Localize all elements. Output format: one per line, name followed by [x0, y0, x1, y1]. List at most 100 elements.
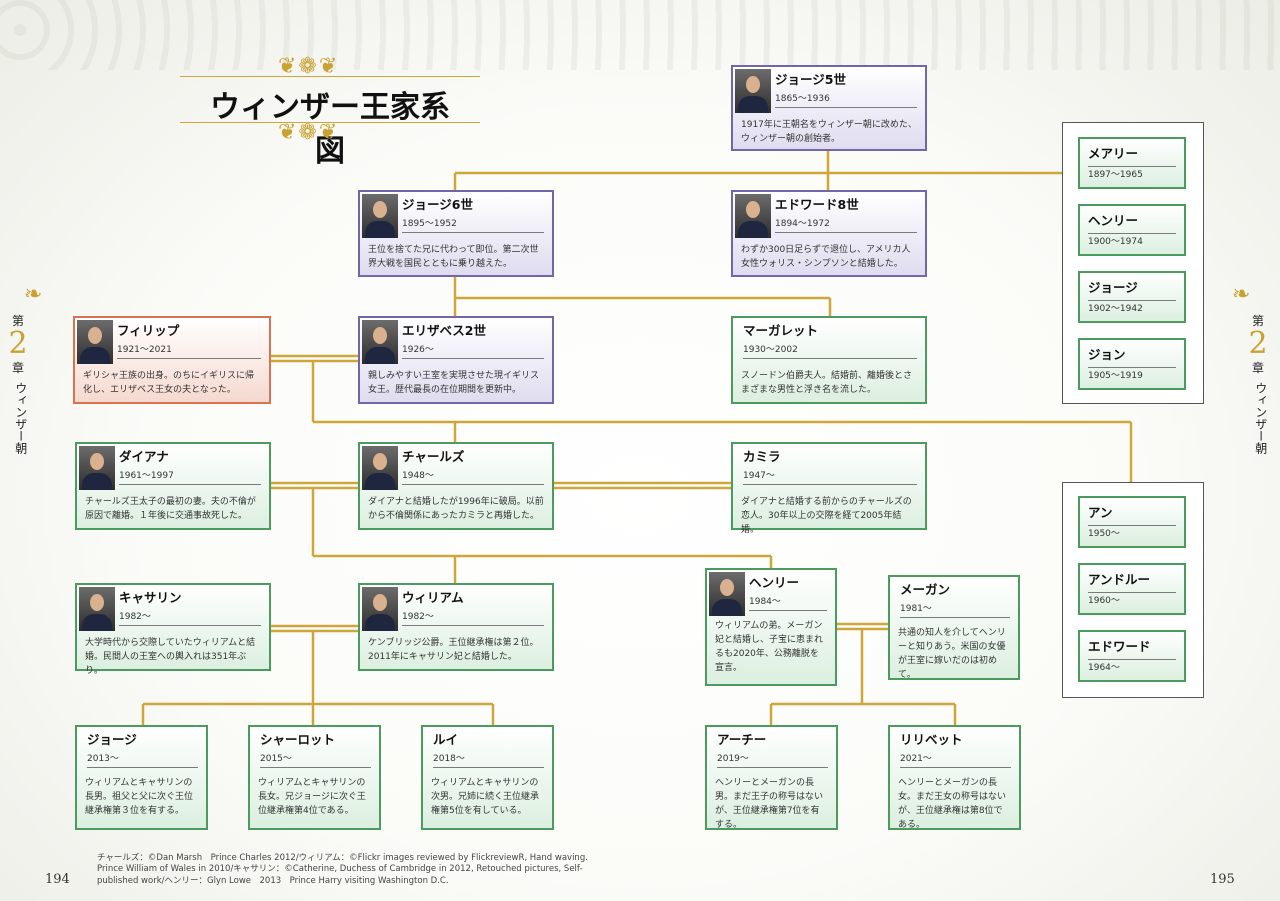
person-years: 2018〜: [433, 754, 465, 764]
chapter-prefix: 第: [11, 314, 24, 328]
curl-ornament-icon: ❧: [24, 282, 43, 307]
person-years: 1926〜: [402, 345, 434, 355]
page-number-left: 194: [45, 872, 70, 887]
title-rule-bottom: [180, 122, 480, 123]
person-years: 1982〜: [402, 612, 434, 622]
portrait-shoulders: [365, 347, 395, 364]
person-years: 2019〜: [717, 754, 749, 764]
chapter-tab-right: ❧ 第 2 章 ウィンザー朝: [1232, 282, 1272, 454]
person-years: 2015〜: [260, 754, 292, 764]
damask-pattern: [0, 0, 1280, 70]
portrait-head: [373, 594, 387, 611]
chapter-number: 2: [1248, 326, 1268, 361]
person-years: 1984〜: [749, 597, 781, 607]
portrait-head: [373, 327, 387, 344]
chapter-prefix: 第: [1251, 314, 1264, 328]
person-description: スノードン伯爵夫人。結婚前、離婚後とさまざまな男性と浮き名を流した。: [741, 371, 913, 395]
person-card-george: ジョージ 2013〜ウィリアムとキャサリンの長男。祖父と父に次ぐ王位継承権第３位を…: [75, 725, 208, 830]
card-divider: [260, 767, 371, 768]
person-name: エドワード8世: [775, 197, 859, 212]
person-description: 王位を捨てた兄に代わって即位。第二次世界大戦を国民とともに乗り越えた。: [368, 245, 539, 269]
card-divider: [119, 625, 261, 626]
person-years: 1947〜: [743, 471, 775, 481]
sibling-card: アンドルー 1960〜: [1078, 563, 1186, 615]
card-divider: [402, 484, 544, 485]
person-years: 1982〜: [119, 612, 151, 622]
chapter-number: 2: [8, 326, 28, 361]
chapter-tab-left: ❧ 第 2 章 ウィンザー朝: [4, 282, 42, 454]
card-divider: [1088, 659, 1176, 660]
curl-ornament-icon: ❧: [1232, 282, 1251, 307]
card-divider: [1088, 592, 1176, 593]
person-description: ウィリアムとキャサリンの長男。祖父と父に次ぐ王位継承権第３位を有する。: [85, 778, 194, 816]
person-years: 1921〜2021: [117, 345, 172, 355]
portrait-head: [373, 201, 387, 218]
card-divider: [900, 767, 1011, 768]
portrait-shoulders: [738, 96, 768, 113]
person-name: ウィリアム: [402, 590, 464, 605]
portrait-head: [88, 327, 102, 344]
portrait-head: [90, 453, 104, 470]
ornament-top-icon: ❦❁❦: [278, 54, 340, 79]
person-name: キャサリン: [119, 590, 182, 605]
sibling-years: 1950〜: [1088, 529, 1120, 539]
sibling-name: アンドルー: [1088, 572, 1151, 587]
person-description: わずか300日足らずで退位し、アメリカ人女性ウォリス・シンプソンと結婚した。: [741, 245, 911, 269]
portrait-shoulders: [712, 599, 742, 616]
person-description: 1917年に王朝名をウィンザー朝に改めた、ウィンザー朝の創始者。: [741, 120, 917, 144]
person-card-george6: ジョージ6世 1895〜1952 王位を捨てた兄に代わって即位。第二次世界大戦を国民…: [358, 190, 554, 277]
chapter-suffix: 章: [11, 361, 24, 375]
person-years: 2013〜: [87, 754, 119, 764]
sibling-name: ジョン: [1088, 347, 1126, 362]
portrait-photo-icon: [709, 572, 745, 616]
person-name: カミラ: [743, 449, 781, 464]
card-divider: [900, 617, 1010, 618]
person-years: 2021〜: [900, 754, 932, 764]
person-description: ウィリアムの弟。メーガン妃と結婚し、子宝に恵まれるも2020年、公務離脱を宣言。: [715, 621, 824, 673]
sibling-years: 1960〜: [1088, 596, 1120, 606]
page-number-right: 195: [1210, 872, 1235, 887]
person-years: 1895〜1952: [402, 219, 457, 229]
sibling-years: 1902〜1942: [1088, 304, 1143, 314]
person-years: 1981〜: [900, 604, 932, 614]
person-description: 共通の知人を介してヘンリーと知りあう。米国の女優が王室に嫁いだのは初めて。: [898, 628, 1006, 680]
card-divider: [1088, 300, 1176, 301]
portrait-photo-icon: [362, 194, 398, 238]
card-divider: [743, 484, 917, 485]
sibling-name: エドワード: [1088, 639, 1151, 654]
card-divider: [717, 767, 828, 768]
card-divider: [117, 358, 261, 359]
person-name: シャーロット: [260, 732, 336, 747]
person-name: ジョージ: [87, 732, 137, 747]
person-description: ウィリアムとキャサリンの次男。兄姉に続く王位継承権第5位を有している。: [431, 778, 540, 816]
chapter-name: ウィンザー朝: [1253, 382, 1268, 454]
page-title: ウィンザー王家系図: [210, 90, 450, 169]
person-name: リリベット: [900, 732, 963, 747]
card-divider: [1088, 367, 1176, 368]
portrait-photo-icon: [79, 446, 115, 490]
card-divider: [87, 767, 198, 768]
portrait-photo-icon: [362, 587, 398, 631]
person-years: 1948〜: [402, 471, 434, 481]
person-name: エリザベス2世: [402, 323, 486, 338]
sibling-name: ヘンリー: [1088, 213, 1139, 228]
person-description: ウィリアムとキャサリンの長女。兄ジョージに次ぐ王位継承権第4位である。: [258, 778, 366, 816]
person-name: ジョージ6世: [402, 197, 473, 212]
card-divider: [775, 232, 917, 233]
portrait-photo-icon: [735, 69, 771, 113]
chapter-suffix: 章: [1251, 361, 1264, 375]
portrait-photo-icon: [362, 320, 398, 364]
card-divider: [402, 358, 544, 359]
ornament-bottom-icon: ❦❁❦: [278, 120, 340, 145]
